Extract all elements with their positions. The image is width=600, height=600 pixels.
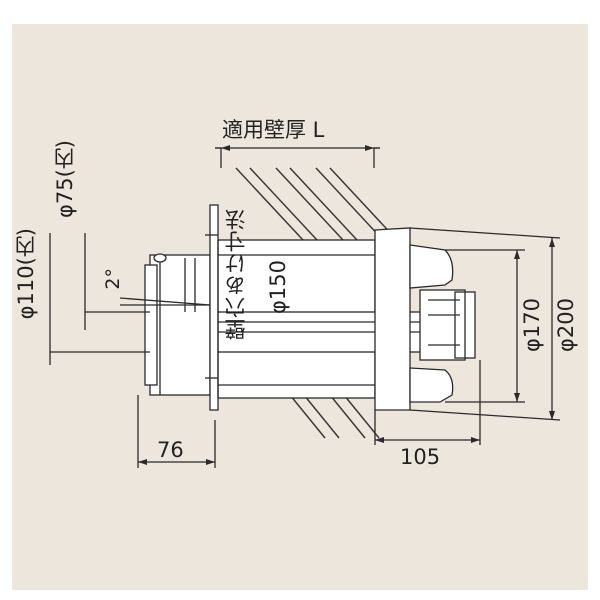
wall-thickness-bracket — [215, 145, 380, 168]
left-collar — [144, 253, 211, 396]
dim-right-diameters — [409, 227, 561, 421]
dim-76 — [137, 395, 216, 468]
phi200-label: φ200 — [554, 298, 578, 352]
phi110-label: φ110(内) — [14, 228, 38, 320]
wall-thickness-label: 適用壁厚 L — [222, 118, 325, 142]
phi150-label: φ150 — [266, 260, 290, 314]
dim-left-diameters — [49, 233, 150, 365]
outdoor-hood — [374, 227, 476, 411]
phi75-label: φ75(内) — [53, 140, 77, 218]
dim-105-label: 105 — [400, 445, 441, 469]
phi170-label: φ170 — [520, 298, 544, 352]
hole-size-label: 壁穴あけ寸法 — [224, 208, 248, 340]
wall-hatch — [235, 167, 398, 439]
dim-76-label: 76 — [157, 438, 184, 462]
angle-indicator — [119, 297, 211, 306]
angle-label: 2° — [102, 268, 124, 290]
